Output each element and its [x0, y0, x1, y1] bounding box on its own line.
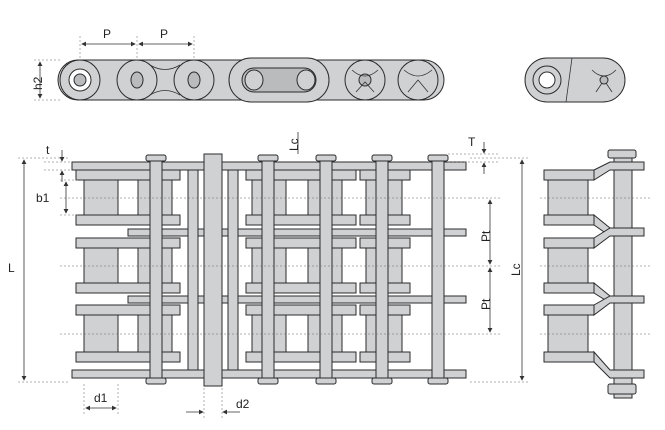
connecting-link [228, 57, 330, 103]
inner-link-1 [59, 59, 101, 101]
pin-heads [145, 154, 449, 385]
L-label: L [8, 261, 15, 275]
strand-2 [75, 237, 411, 294]
pitch-label-1: P [103, 27, 111, 41]
strand-1 [75, 169, 411, 226]
t-label: t [46, 143, 50, 157]
Lc-cotter-label: Lc [509, 263, 523, 276]
end-view-link [524, 57, 626, 103]
d2-label: d2 [236, 397, 250, 411]
side-view: P P h2 [31, 27, 445, 103]
b1-label: b1 [36, 191, 50, 205]
Pt-label-1: Pt [479, 230, 493, 242]
Lc-connecting-label: Lc [287, 138, 301, 151]
h2-label: h2 [31, 76, 45, 90]
d1-label: d1 [94, 391, 108, 405]
pitch-label-2: P [160, 27, 168, 41]
cotter-link [344, 59, 439, 101]
inner-link-2 [116, 59, 215, 101]
strand-3 [75, 304, 411, 363]
end-view-cross-section [540, 149, 650, 399]
plan-view: L t b1 Lc T Pt Pt Lc [8, 132, 530, 418]
T-label: T [468, 135, 476, 149]
Pt-label-2: Pt [479, 298, 493, 310]
